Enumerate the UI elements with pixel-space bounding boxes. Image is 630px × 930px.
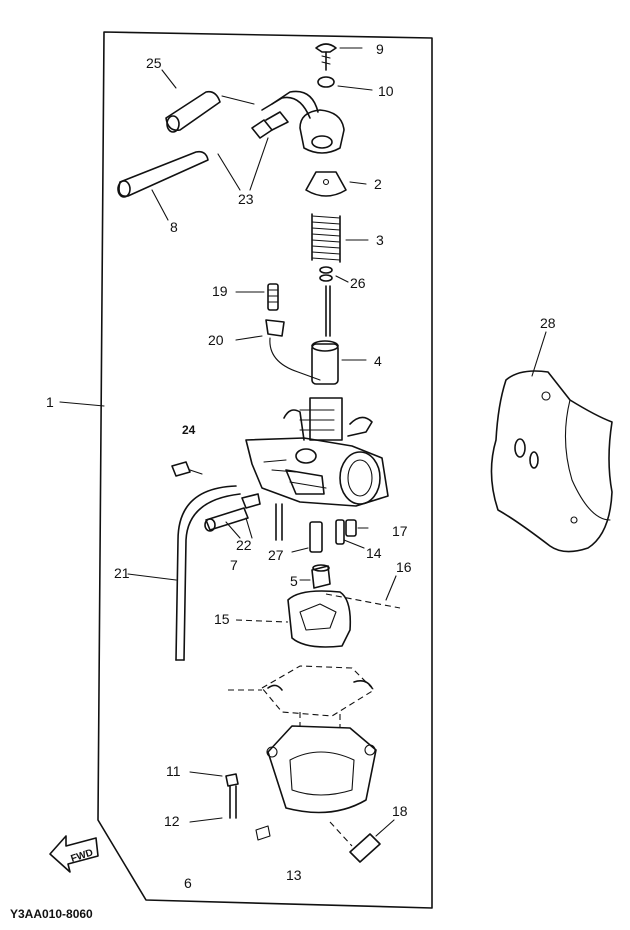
label-22: 22 [236,537,252,553]
clip-26 [319,266,349,283]
label-27: 27 [268,547,284,563]
screw-19 [235,283,279,311]
air-cover-28 [490,331,613,553]
screws-22 [204,493,261,539]
label-20: 20 [208,332,224,348]
label-4: 4 [374,353,382,369]
nut-23 [217,111,289,191]
label-16: 16 [396,559,412,575]
gasket [228,665,375,717]
washer-10 [317,76,373,91]
label-14: 14 [366,545,382,561]
needle-valve-stem [275,503,283,541]
fwd-label: FWD [70,847,95,865]
label-28: 28 [540,315,556,331]
cable-8 [117,150,209,221]
fwd-arrow-icon [49,835,99,873]
label-26: 26 [350,275,366,291]
label-8: 8 [170,219,178,235]
spring-20 [235,319,321,381]
label-18: 18 [392,803,408,819]
label-19: 19 [212,283,228,299]
label-6: 6 [184,875,192,891]
spring-3 [311,213,369,263]
label-10: 10 [378,83,394,99]
label-3: 3 [376,232,384,248]
label-11: 11 [166,763,181,779]
drawing-code: Y3AA010-8060 [10,907,93,921]
throttle-cable-cap [261,90,345,154]
float [235,590,352,648]
throttle-valve-4 [311,340,367,385]
label-21: 21 [114,565,130,581]
label-23: 23 [238,191,254,207]
drain-screw-18 [329,819,395,863]
screw-9 [315,43,363,71]
leader-1 [59,401,105,407]
float-chamber [266,712,377,814]
plate-2 [305,171,367,197]
label-17: 17 [392,523,408,539]
carburetor-body [245,397,389,507]
jet-14 [335,519,365,549]
label-15: 15 [214,611,230,627]
jet-needle [325,285,331,337]
screws-11-12 [189,771,271,841]
label-25: 25 [146,55,162,71]
label-7: 7 [230,557,238,573]
main-jet-5 [299,564,331,589]
label-12: 12 [164,813,180,829]
label-24: 24 [182,423,196,437]
label-13: 13 [286,867,302,883]
needle-jet-27 [291,521,323,553]
hose-21 [127,485,241,661]
screw-24 [171,461,203,477]
label-5: 5 [290,573,298,589]
label-1: 1 [46,394,54,410]
label-2: 2 [374,176,382,192]
jet-17 [345,519,369,537]
pin-16 [325,575,401,609]
adjuster-25 [161,69,255,133]
assembly-frame [97,31,433,909]
label-9: 9 [376,41,384,57]
